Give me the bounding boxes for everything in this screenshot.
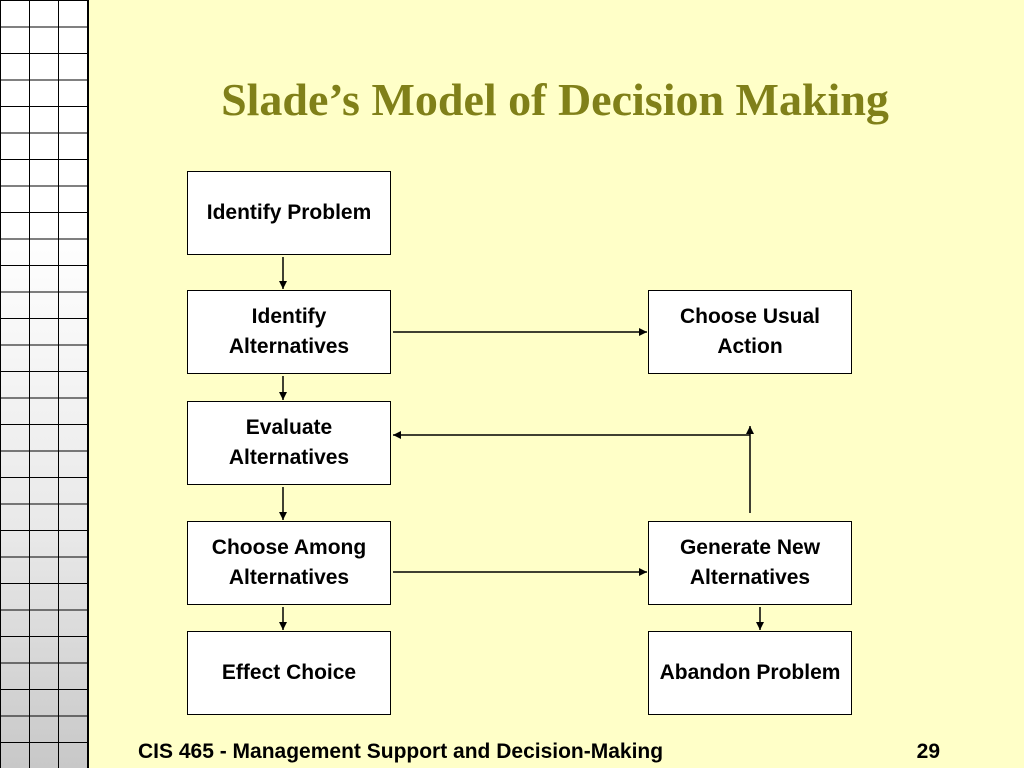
box-label: Effect Choice: [221, 661, 357, 684]
box-label: Identify Problem: [206, 201, 372, 224]
page-number: 29: [916, 740, 940, 763]
box-label: Identify Alternatives: [228, 305, 350, 358]
box-effect-choice: Effect Choice: [187, 631, 391, 715]
box-label: Abandon Problem: [659, 661, 841, 684]
box-choose-usual-action: Choose Usual Action: [648, 290, 852, 374]
box-generate-new-alternatives: Generate New Alternatives: [648, 521, 852, 605]
box-identify-alternatives: Identify Alternatives: [187, 290, 391, 374]
grid-decoration: [0, 0, 89, 768]
box-evaluate-alternatives: Evaluate Alternatives: [187, 401, 391, 485]
box-abandon-problem: Abandon Problem: [648, 631, 852, 715]
box-identify-problem: Identify Problem: [187, 171, 391, 255]
box-label: Choose Among Alternatives: [211, 536, 367, 589]
box-label: Generate New Alternatives: [679, 536, 821, 589]
box-label: Choose Usual Action: [679, 305, 821, 358]
slide-title: Slade’s Model of Decision Making: [221, 74, 889, 125]
box-choose-among-alternatives: Choose Among Alternatives: [187, 521, 391, 605]
slide-footer: CIS 465 - Management Support and Decisio…: [138, 740, 664, 763]
box-label: Evaluate Alternatives: [228, 416, 350, 469]
